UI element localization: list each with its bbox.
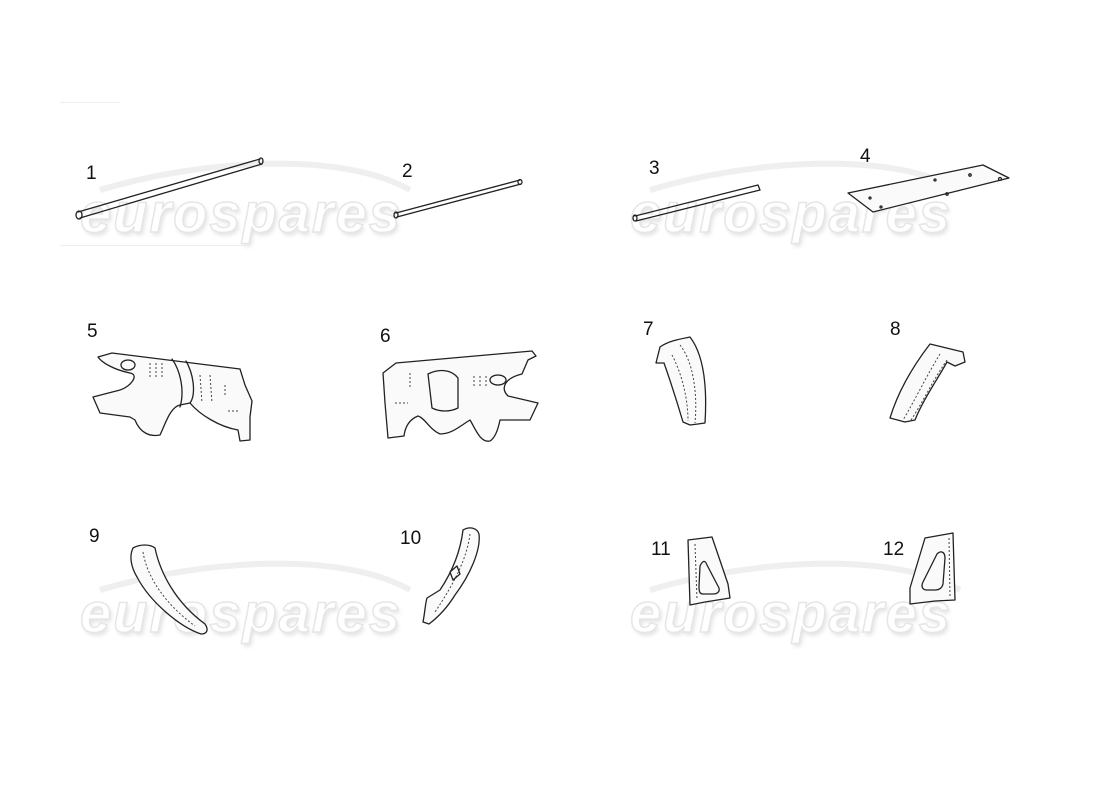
watermark-text: eurospares xyxy=(629,580,952,645)
part-label-5[interactable]: 5 xyxy=(87,321,98,342)
part-label-4[interactable]: 4 xyxy=(860,146,871,167)
part-5-wheelarch-panel-left-icon[interactable] xyxy=(90,345,260,450)
part-label-12[interactable]: 12 xyxy=(883,539,905,560)
part-label-1[interactable]: 1 xyxy=(86,163,97,184)
part-9-curved-reinforcement-left-icon[interactable] xyxy=(125,542,215,642)
part-label-9[interactable]: 9 xyxy=(89,526,100,547)
divider xyxy=(60,245,250,246)
part-8-curved-pillar-right-icon[interactable] xyxy=(885,340,975,430)
part-7-curved-pillar-left-icon[interactable] xyxy=(650,335,710,435)
part-label-6[interactable]: 6 xyxy=(380,326,391,347)
part-label-3[interactable]: 3 xyxy=(649,158,660,179)
part-label-7[interactable]: 7 xyxy=(643,319,654,340)
part-11-triangular-bracket-left-icon[interactable] xyxy=(685,530,745,610)
part-6-wheelarch-panel-right-icon[interactable] xyxy=(380,348,550,448)
part-10-curved-reinforcement-right-icon[interactable] xyxy=(415,520,485,630)
part-label-11[interactable]: 11 xyxy=(651,539,671,560)
part-label-2[interactable]: 2 xyxy=(402,161,413,182)
divider xyxy=(60,102,120,103)
part-2-short-rod-icon[interactable] xyxy=(390,170,530,230)
part-label-8[interactable]: 8 xyxy=(890,319,901,340)
part-1-long-rod-icon[interactable] xyxy=(70,150,270,230)
part-label-10[interactable]: 10 xyxy=(400,528,422,549)
part-12-triangular-bracket-right-icon[interactable] xyxy=(905,528,965,608)
part-3-flat-bar-icon[interactable] xyxy=(630,180,770,230)
part-4-flat-plate-icon[interactable] xyxy=(845,160,1015,220)
